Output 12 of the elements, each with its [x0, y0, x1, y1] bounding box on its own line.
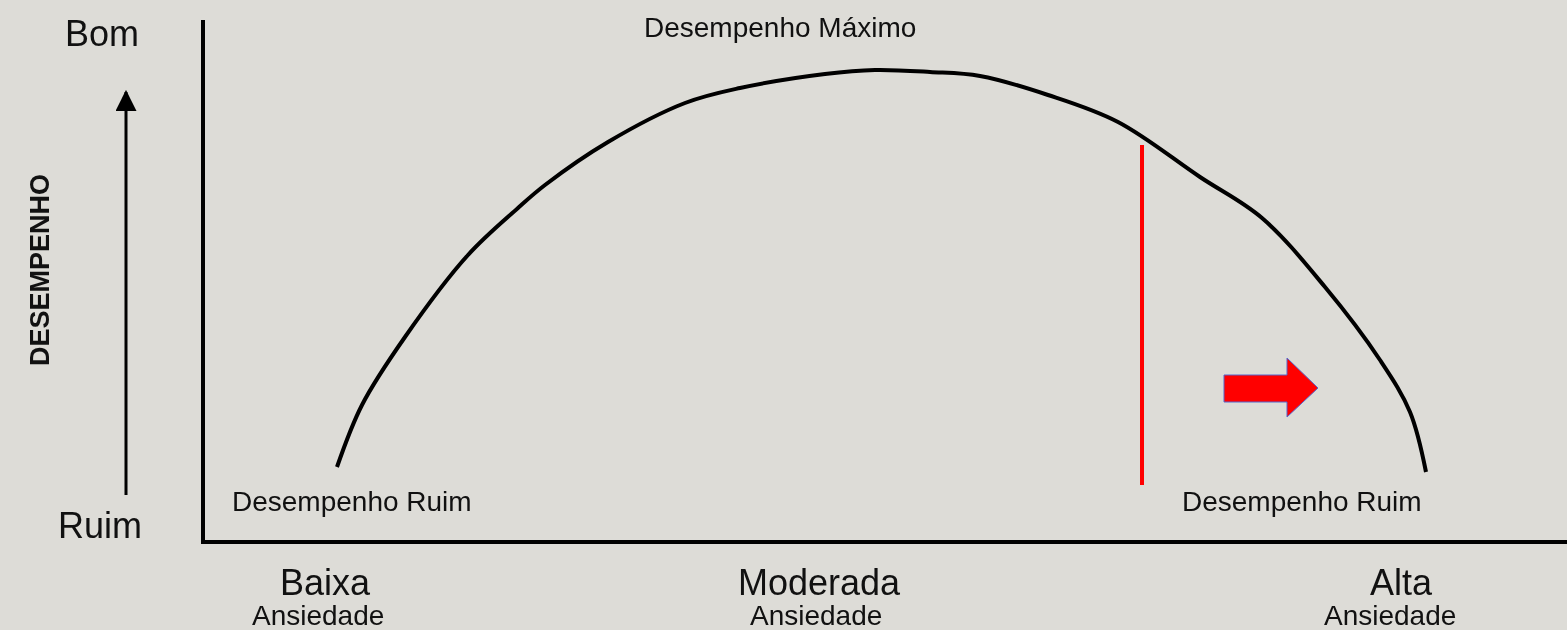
axis-label: Ansiedade: [750, 602, 883, 630]
axis-label: Baixa: [280, 565, 371, 601]
axis-label: Bom: [65, 16, 140, 52]
axis-label: Ruim: [58, 508, 142, 544]
axis-label: Ansiedade: [252, 602, 385, 630]
axis-label: Desempenho Máximo: [644, 14, 917, 42]
axis-label: Ansiedade: [1324, 602, 1457, 630]
axis-label: Desempenho Ruim: [1182, 488, 1422, 516]
axis-label: Moderada: [738, 565, 901, 601]
axis-label: Desempenho Ruim: [232, 488, 472, 516]
axis-title: DESEMPENHO: [26, 174, 54, 366]
axis-label: Alta: [1370, 565, 1433, 601]
